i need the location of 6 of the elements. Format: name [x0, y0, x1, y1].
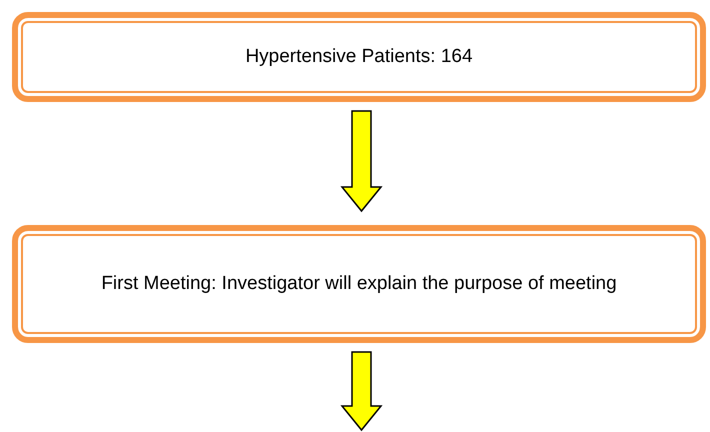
process-box — [12, 12, 706, 102]
block-arrow — [340, 110, 383, 212]
process-box — [12, 225, 706, 343]
box-text: Hypertensive Patients: 164 — [245, 45, 473, 69]
block-arrow — [340, 351, 383, 432]
box-text: First Meeting: Investigator will explain the purpose of meeting — [101, 272, 617, 296]
